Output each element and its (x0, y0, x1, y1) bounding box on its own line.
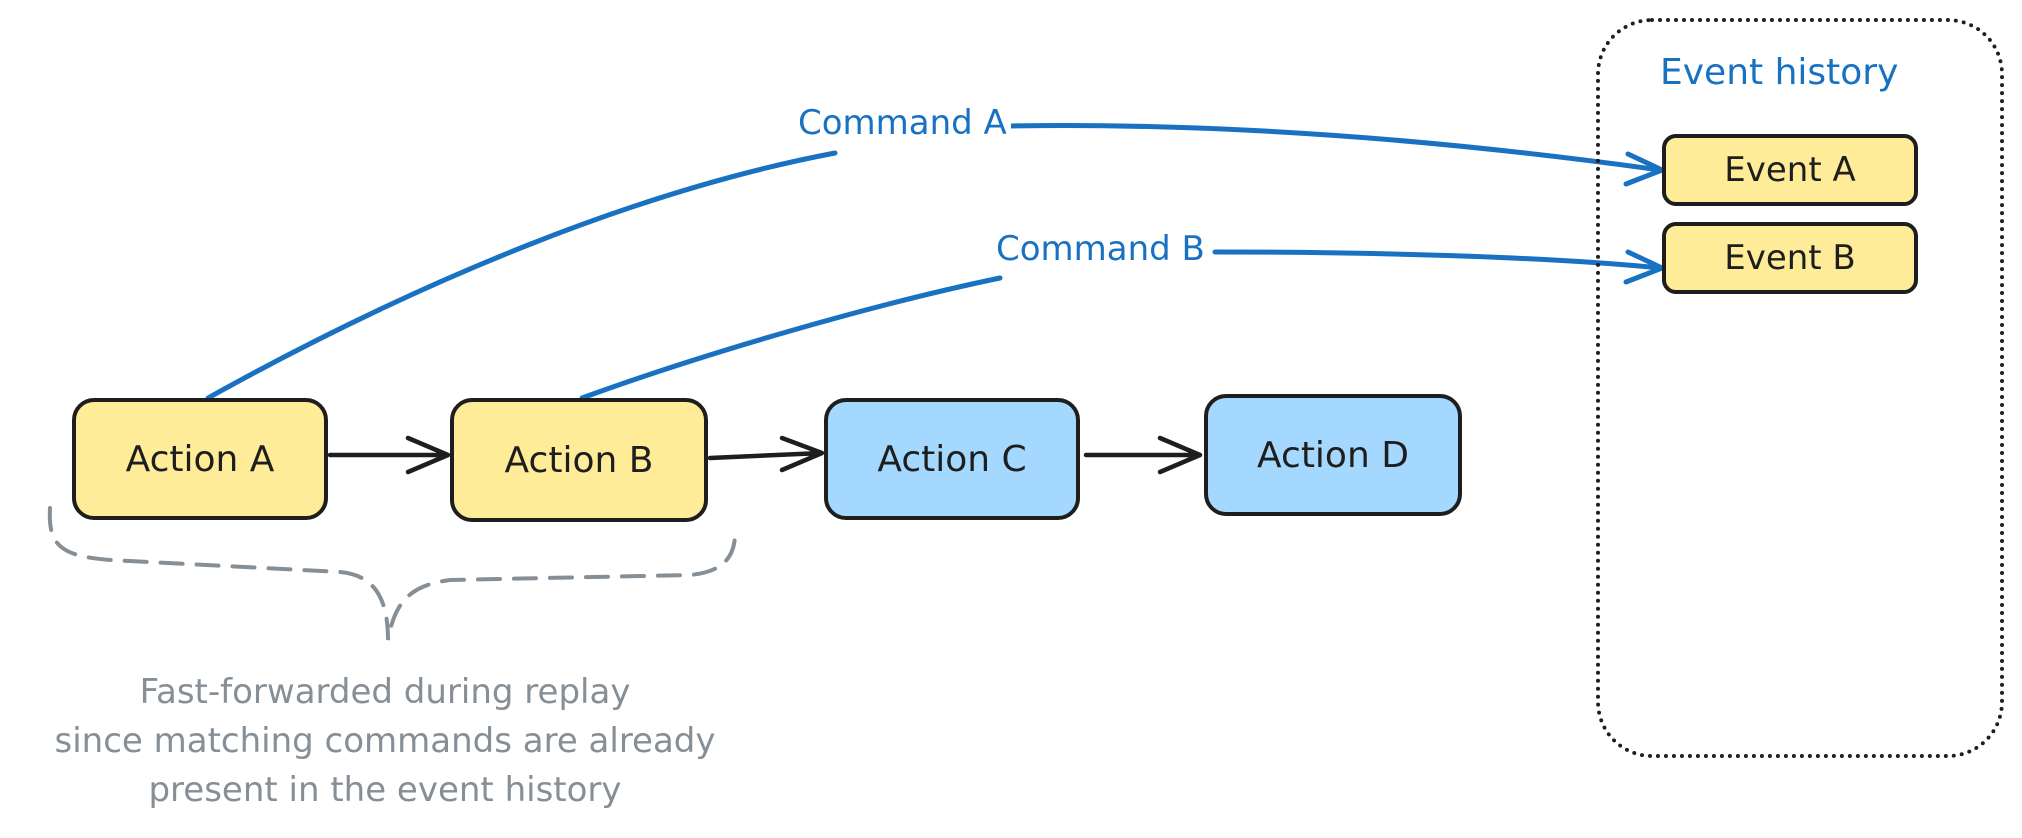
action-d-box: Action D (1204, 394, 1462, 516)
event-history-container (1596, 18, 2004, 758)
action-a-box: Action A (72, 398, 328, 520)
flow-arrow-a-b (327, 435, 451, 475)
event-a-box: Event A (1662, 134, 1918, 206)
event-history-title: Event history (1660, 52, 1899, 93)
command-a-arrow-end (1007, 123, 1663, 173)
action-a-label: Action A (125, 438, 275, 480)
action-b-label: Action B (504, 439, 654, 481)
action-d-label: Action D (1257, 434, 1409, 476)
replay-note: Fast-forwarded during replay since match… (10, 668, 760, 815)
command-a-arrow-start (205, 150, 838, 401)
command-b-label: Command B (992, 229, 1209, 269)
command-a-label: Command A (794, 103, 1011, 143)
command-b-arrow-end (1212, 249, 1663, 271)
replay-note-line-1: Fast-forwarded during replay (139, 672, 631, 712)
flow-arrow-b-c (707, 435, 825, 473)
replay-note-line-2: since matching commands are already (54, 721, 716, 761)
flow-arrow-c-d (1083, 435, 1203, 475)
action-c-box: Action C (824, 398, 1080, 520)
event-b-label: Event B (1724, 238, 1856, 278)
replay-brace (47, 506, 738, 641)
replay-note-line-3: present in the event history (148, 770, 622, 810)
event-a-label: Event A (1724, 150, 1856, 190)
action-b-box: Action B (450, 398, 708, 522)
action-c-label: Action C (877, 438, 1027, 480)
event-b-box: Event B (1662, 222, 1918, 294)
command-b-arrow-start (579, 275, 1003, 401)
